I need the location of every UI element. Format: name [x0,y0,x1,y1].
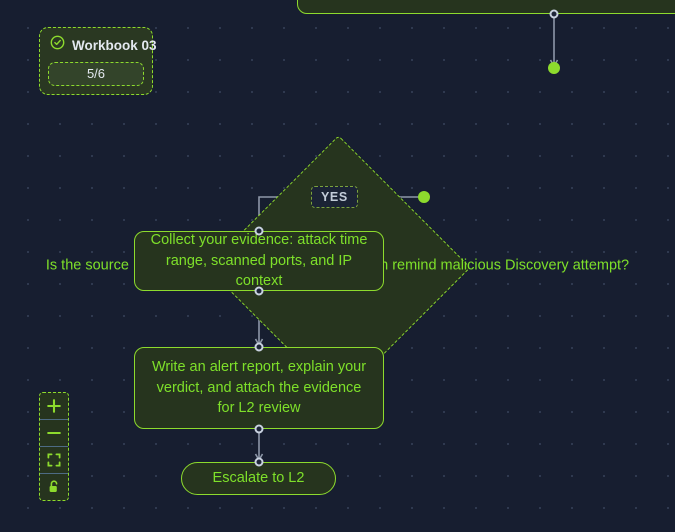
handle-decision-left[interactable] [418,191,430,203]
flow-node-collect-evidence-label: Collect your evidence: attack time range… [150,232,368,290]
handle-top-node-source[interactable] [549,9,559,19]
flow-node-escalate-label: Escalate to L2 [212,470,305,487]
workbook-card-header: Workbook 03 [50,35,157,55]
flow-node-escalate[interactable]: Escalate to L2 [181,462,336,495]
handle-escalate-top[interactable] [254,457,264,467]
unlock-icon [46,479,62,495]
handle-decision-top[interactable] [548,62,560,74]
flow-node-collect-evidence[interactable]: Collect your evidence: attack time range… [134,231,384,291]
workbook-progress-badge: 5/6 [48,62,144,86]
zoom-in-button[interactable] [40,393,68,420]
zoom-out-button[interactable] [40,420,68,447]
workbook-card[interactable]: Workbook 03 5/6 [39,27,157,95]
handle-collect-top[interactable] [254,226,264,236]
check-circle-icon [50,35,65,55]
flow-node-write-report[interactable]: Write an alert report, explain your verd… [134,347,384,429]
handle-report-top[interactable] [254,342,264,352]
handle-report-bottom[interactable] [254,424,264,434]
minus-icon [46,425,62,441]
fit-screen-icon [46,452,62,468]
plus-icon [46,398,62,414]
flow-node-write-report-label: Write an alert report, explain your verd… [151,359,367,417]
canvas-toolbar[interactable] [39,392,69,501]
lock-toggle-button[interactable] [40,474,68,500]
flow-node-clipped-top[interactable] [297,0,675,14]
fit-view-button[interactable] [40,447,68,474]
edge-label-yes[interactable]: YES [311,186,358,208]
handle-collect-bottom[interactable] [254,286,264,296]
workbook-title: Workbook 03 [72,37,157,53]
